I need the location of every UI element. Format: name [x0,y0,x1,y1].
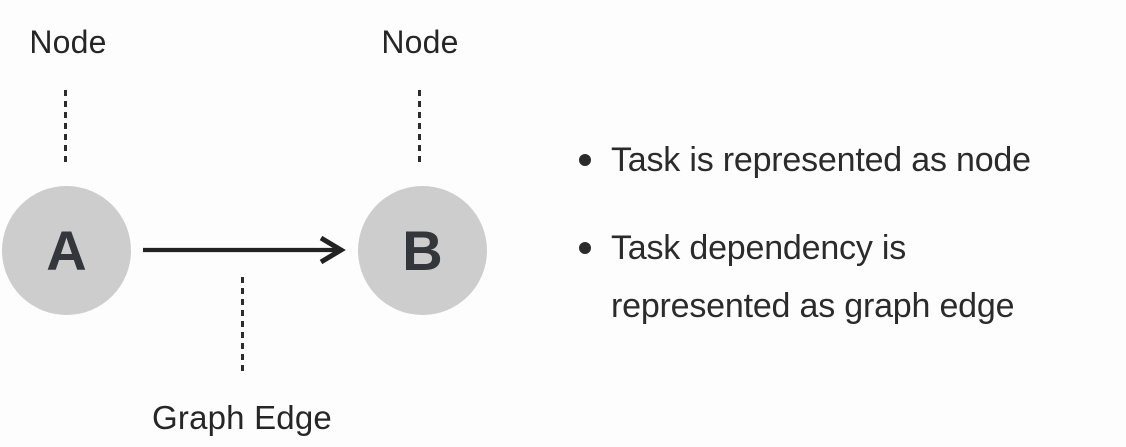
bullet-item-task-dependency: Task dependency is represented as graph … [578,219,1118,335]
node-a-label: A [46,218,87,282]
node-a-annotation-connector [64,90,67,166]
bullet-text-task-dependency: Task dependency is represented as graph … [611,229,1015,325]
node-b-circle: B [358,186,487,315]
node-a-circle: A [2,186,131,315]
bullet-dot-icon [579,154,591,166]
node-b-annotation-label: Node [381,24,459,60]
node-a-annotation-label: Node [29,24,107,60]
edge-annotation-label: Graph Edge [152,399,332,436]
bullet-dot-icon [579,242,591,254]
bullet-list: Task is represented as node Task depende… [578,131,1118,335]
edge-arrow-icon [143,235,346,265]
node-b-label: B [402,218,443,282]
node-b-annotation-connector [418,90,421,167]
edge-annotation-connector [241,277,244,373]
bullet-item-task-node: Task is represented as node [578,131,1118,189]
bullet-text-task-node: Task is represented as node [611,141,1031,179]
